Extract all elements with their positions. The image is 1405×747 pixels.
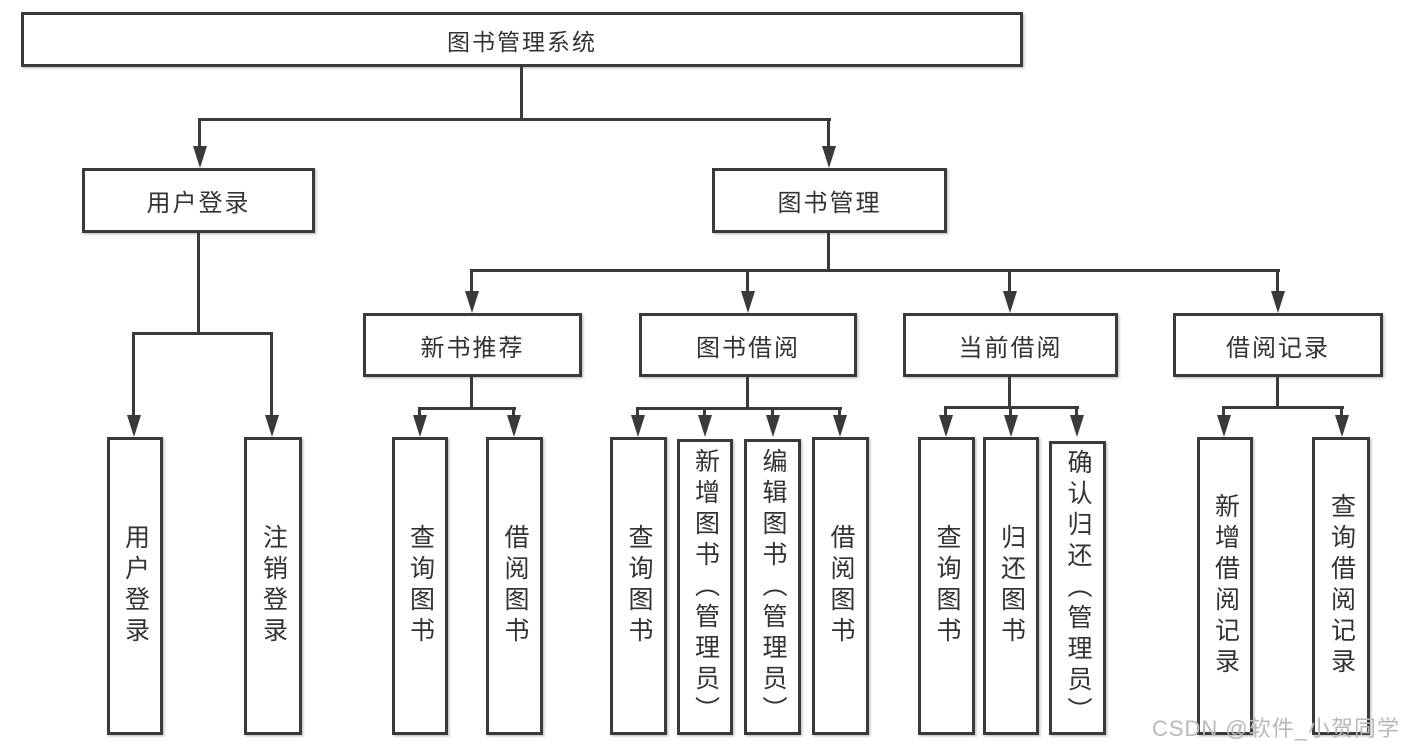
arrowhead-down-icon bbox=[465, 291, 479, 313]
connector-line bbox=[520, 67, 523, 120]
leaf-query-books-borrowing: 查询图书 bbox=[610, 437, 667, 735]
connector-line bbox=[197, 233, 200, 334]
connector-line bbox=[636, 409, 639, 419]
connector-line bbox=[470, 269, 1280, 272]
connector-line bbox=[827, 120, 830, 148]
leaf-confirm-return-admin: 确认归还（管理员） bbox=[1049, 441, 1106, 735]
leaf-query-borrow-record: 查询借阅记录 bbox=[1312, 437, 1370, 735]
arrowhead-down-icon bbox=[741, 291, 755, 313]
leaf-borrow-books-borrowing: 借阅图书 bbox=[812, 437, 869, 735]
arrowhead-down-icon bbox=[939, 415, 953, 437]
connector-line bbox=[470, 377, 473, 409]
arrowhead-down-icon bbox=[1004, 415, 1018, 437]
connector-line bbox=[746, 271, 749, 293]
leaf-return-books: 归还图书 bbox=[983, 437, 1039, 735]
connector-line bbox=[1276, 271, 1279, 293]
arrowhead-down-icon bbox=[193, 146, 207, 168]
leaf-query-books-recommend: 查询图书 bbox=[392, 437, 448, 735]
connector-line bbox=[1222, 408, 1225, 419]
arrowhead-down-icon bbox=[1335, 415, 1349, 437]
connector-line bbox=[838, 409, 841, 419]
connector-line bbox=[198, 120, 201, 148]
leaf-logout-login: 注销登录 bbox=[244, 437, 302, 735]
leaf-query-books-current: 查询图书 bbox=[918, 437, 975, 735]
connector-line bbox=[944, 408, 947, 419]
connector-line bbox=[198, 118, 831, 121]
leaf-borrow-books-recommend: 借阅图书 bbox=[486, 437, 543, 735]
arrowhead-down-icon bbox=[631, 415, 645, 437]
connector-line bbox=[771, 409, 774, 419]
connector-line bbox=[1222, 406, 1344, 409]
connector-line bbox=[746, 377, 749, 409]
connector-line bbox=[1340, 408, 1343, 419]
arrowhead-down-icon bbox=[1217, 415, 1231, 437]
connector-line bbox=[1276, 377, 1279, 408]
arrowhead-down-icon bbox=[1003, 291, 1017, 313]
leaf-add-borrow-record: 新增借阅记录 bbox=[1197, 437, 1253, 735]
node-current-borrowing: 当前借阅 bbox=[903, 313, 1118, 377]
connector-line bbox=[1008, 271, 1011, 293]
arrowhead-down-icon bbox=[507, 415, 521, 437]
node-new-book-recommend: 新书推荐 bbox=[363, 313, 582, 377]
leaf-add-books-admin: 新增图书（管理员） bbox=[677, 439, 733, 735]
leaf-user-login: 用户登录 bbox=[107, 437, 163, 735]
watermark-text: CSDN @软件_小贺同学 bbox=[1151, 716, 1400, 741]
arrowhead-down-icon bbox=[127, 415, 141, 437]
arrowhead-down-icon bbox=[766, 415, 780, 437]
arrowhead-down-icon bbox=[833, 415, 847, 437]
arrowhead-down-icon bbox=[698, 415, 712, 437]
arrowhead-down-icon bbox=[1070, 415, 1084, 437]
arrowhead-down-icon bbox=[1271, 291, 1285, 313]
node-borrowing-records: 借阅记录 bbox=[1173, 313, 1383, 377]
connector-line bbox=[1009, 408, 1012, 419]
node-book-borrowing: 图书借阅 bbox=[639, 313, 857, 377]
arrowhead-down-icon bbox=[265, 415, 279, 437]
connector-line bbox=[827, 233, 830, 271]
connector-line bbox=[512, 409, 515, 419]
arrowhead-down-icon bbox=[822, 146, 836, 168]
connector-line bbox=[270, 334, 273, 417]
connector-line bbox=[132, 332, 273, 335]
arrowhead-down-icon bbox=[413, 415, 427, 437]
connector-line bbox=[1008, 377, 1011, 408]
connector-line bbox=[703, 409, 706, 419]
connector-line bbox=[418, 407, 516, 410]
connector-line bbox=[636, 407, 842, 410]
leaf-edit-books-admin: 编辑图书（管理员） bbox=[744, 439, 801, 735]
node-book-management: 图书管理 bbox=[712, 168, 947, 233]
node-user-login-group: 用户登录 bbox=[82, 168, 315, 233]
connector-line bbox=[132, 334, 135, 417]
connector-line bbox=[418, 409, 421, 419]
connector-line bbox=[1075, 408, 1078, 419]
connector-line bbox=[470, 271, 473, 293]
node-library-system: 图书管理系统 bbox=[21, 12, 1023, 67]
connector-line bbox=[944, 406, 1079, 409]
